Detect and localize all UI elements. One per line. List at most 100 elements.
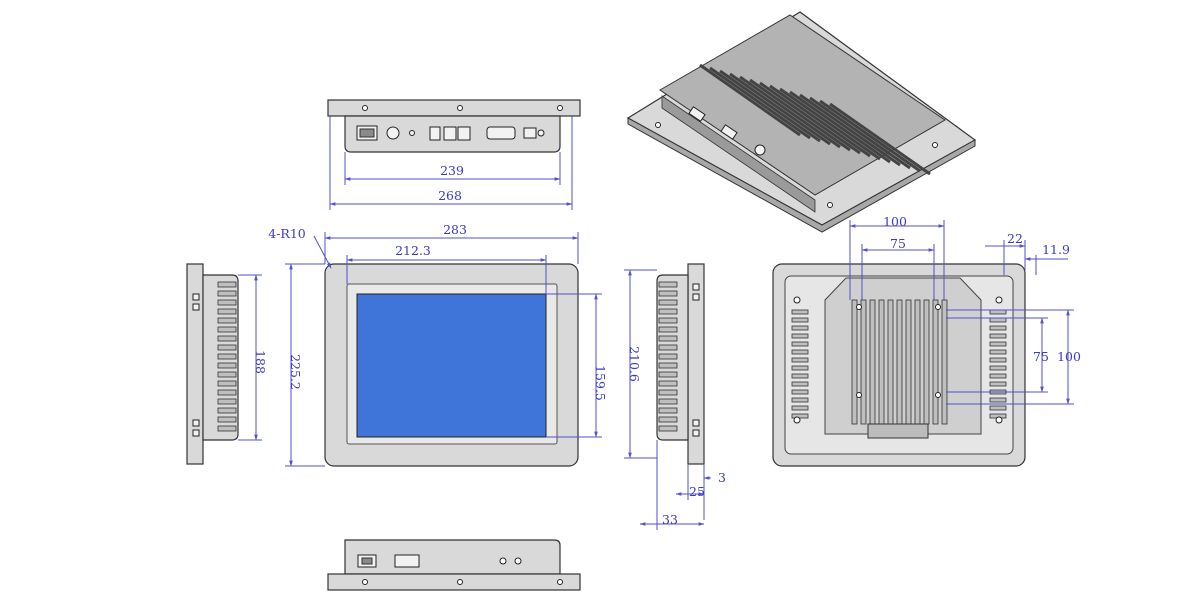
fin xyxy=(217,416,237,423)
fin xyxy=(791,309,809,315)
fin xyxy=(829,102,931,176)
fin xyxy=(791,381,809,387)
fin xyxy=(217,326,237,333)
fin xyxy=(989,373,1007,379)
isometric-fins xyxy=(699,63,931,176)
fin xyxy=(217,380,237,387)
fin xyxy=(791,317,809,323)
fin xyxy=(878,299,885,425)
fin xyxy=(791,357,809,363)
display-screen xyxy=(356,293,547,438)
fin xyxy=(851,299,858,425)
fin xyxy=(217,299,237,306)
fin xyxy=(658,299,678,306)
fin xyxy=(729,72,831,146)
fin xyxy=(989,349,1007,355)
fin xyxy=(658,407,678,414)
fin xyxy=(217,425,237,432)
fin xyxy=(989,309,1007,315)
dim-right-height: 210.6 xyxy=(627,346,642,382)
fin xyxy=(989,381,1007,387)
left-side-fins xyxy=(217,281,237,432)
fin xyxy=(217,317,237,324)
fin xyxy=(869,299,876,425)
dim-front-height: 225.2 xyxy=(288,354,303,390)
fin xyxy=(719,69,821,143)
fin xyxy=(658,308,678,315)
corner-radius-note: 4-R10 xyxy=(268,226,306,241)
fin xyxy=(217,407,237,414)
fin xyxy=(658,362,678,369)
fin xyxy=(699,63,801,137)
left-side-view: 188 xyxy=(186,263,268,465)
fin xyxy=(658,416,678,423)
fin xyxy=(791,373,809,379)
fin xyxy=(914,299,921,425)
fin xyxy=(791,413,809,419)
dim-top-inner: 239 xyxy=(440,163,464,178)
isometric-view xyxy=(626,11,977,233)
fin xyxy=(989,341,1007,347)
fin xyxy=(905,299,912,425)
fin xyxy=(217,371,237,378)
fin xyxy=(658,353,678,360)
fin xyxy=(989,325,1007,331)
fin xyxy=(658,326,678,333)
fin xyxy=(217,344,237,351)
fin xyxy=(217,398,237,405)
right-side-fins xyxy=(658,281,678,432)
fin xyxy=(791,365,809,371)
fin xyxy=(791,389,809,395)
dim-back-offset-1: 22 xyxy=(1007,231,1023,246)
fin xyxy=(791,397,809,403)
front-view: 4-R10 283 212.3 225.2 159.5 xyxy=(268,222,608,467)
fin xyxy=(759,81,861,155)
fin xyxy=(658,425,678,432)
fin xyxy=(989,333,1007,339)
fin xyxy=(789,90,891,164)
fin xyxy=(769,84,871,158)
fin xyxy=(658,380,678,387)
dim-front-thickness: 3 xyxy=(718,470,726,485)
fin xyxy=(791,349,809,355)
fin xyxy=(791,405,809,411)
fin xyxy=(941,299,948,425)
top-view: 239 268 xyxy=(327,99,581,210)
fin xyxy=(989,365,1007,371)
fin xyxy=(799,93,901,167)
fin xyxy=(658,281,678,288)
fin xyxy=(932,299,939,425)
fin xyxy=(217,308,237,315)
fin xyxy=(739,75,841,149)
dim-left-height: 188 xyxy=(253,350,268,374)
fin xyxy=(923,299,930,425)
fin xyxy=(217,290,237,297)
back-heatsink-fins xyxy=(851,299,948,425)
fin xyxy=(217,335,237,342)
dim-back-v-inner: 75 xyxy=(1033,349,1049,364)
fin xyxy=(860,299,867,425)
dim-front-width: 283 xyxy=(443,222,467,237)
fin xyxy=(217,362,237,369)
fin xyxy=(819,99,921,173)
fin xyxy=(658,398,678,405)
fin xyxy=(217,353,237,360)
bottom-view xyxy=(327,539,581,591)
fin xyxy=(989,397,1007,403)
dim-total-depth: 33 xyxy=(662,512,678,527)
fin xyxy=(791,333,809,339)
fin xyxy=(658,317,678,324)
back-view: 100 75 22 11.9 75 100 xyxy=(772,214,1081,467)
dim-back-h-inner: 75 xyxy=(890,236,906,251)
fin xyxy=(658,344,678,351)
dim-screen-height: 159.5 xyxy=(593,365,608,401)
fin xyxy=(887,299,894,425)
fin xyxy=(658,371,678,378)
fin xyxy=(989,357,1007,363)
fin xyxy=(989,317,1007,323)
fin xyxy=(658,290,678,297)
fin xyxy=(791,325,809,331)
fin xyxy=(709,66,811,140)
fin xyxy=(217,281,237,288)
